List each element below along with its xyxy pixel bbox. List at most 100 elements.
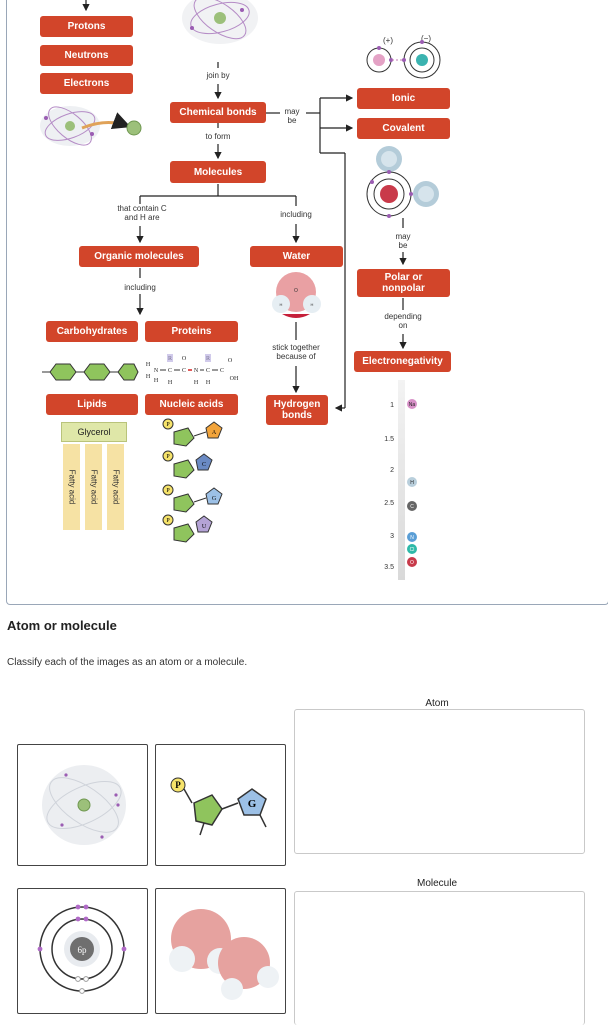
electrons-label: Electrons <box>40 73 133 94</box>
scale-tick-3: 3 <box>390 533 394 540</box>
lipids-label: Lipids <box>46 394 138 415</box>
element-c: C <box>410 504 414 510</box>
carbohydrate-chain-illustration <box>42 363 139 381</box>
protein-h6: H <box>154 378 159 384</box>
protein-n1: N <box>154 368 159 374</box>
draggable-card-water-molecules[interactable] <box>155 888 286 1014</box>
phosphate-3: P <box>166 488 170 494</box>
base-c: C <box>202 462 206 468</box>
covalent-bond-illustration <box>366 146 439 218</box>
card-6p-label: 6p <box>78 945 88 955</box>
concept-map-connectors <box>82 0 407 412</box>
protein-h5: H <box>206 380 211 386</box>
phosphate-2: P <box>166 454 170 460</box>
organic-molecules-label: Organic molecules <box>79 246 199 267</box>
top-atom-illustration <box>182 0 258 44</box>
card-phosphate-letter: P <box>175 780 181 790</box>
atom-to-nucleus-illustration <box>40 106 142 146</box>
molecules-label: Molecules <box>170 161 266 183</box>
protein-o2: O <box>182 356 187 362</box>
protein-o1: O <box>228 358 233 364</box>
ion-minus-text: (−) <box>421 34 431 43</box>
stick-together-text: stick together because of <box>272 343 320 361</box>
fatty-acid-3-label: Fatty acid <box>111 469 120 505</box>
protein-c2: C <box>182 368 186 374</box>
element-markers: Na H C N Cl O <box>407 399 417 567</box>
proteins-label: Proteins <box>145 321 238 342</box>
protein-h1: H <box>146 362 151 368</box>
to-form-text: to form <box>205 132 231 141</box>
concept-map-frame <box>6 0 608 605</box>
fatty-acid-3: Fatty acid <box>107 444 124 530</box>
water-molecule-illustration: O H H <box>272 272 321 318</box>
protein-h2: H <box>146 374 151 380</box>
water-o-letter: O <box>294 288 298 294</box>
element-h: H <box>410 480 414 486</box>
protons-label: Protons <box>40 16 133 37</box>
protein-c4: C <box>220 368 224 374</box>
protein-c1: C <box>168 368 172 374</box>
protein-oh: OH <box>230 376 239 382</box>
nucleic-acid-strand-illustration: P A P C P G P U <box>162 418 223 543</box>
element-n: N <box>410 535 414 541</box>
fatty-acid-2-label: Fatty acid <box>89 469 98 505</box>
glycerol-block: Glycerol <box>61 422 127 442</box>
question-instruction: Classify each of the images as an atom o… <box>7 657 248 668</box>
polar-nonpolar-label: Polar or nonpolar <box>357 269 450 297</box>
carbohydrates-label: Carbohydrates <box>46 321 138 342</box>
fatty-acid-1: Fatty acid <box>63 444 80 530</box>
scale-tick-1: 1 <box>390 402 394 409</box>
electronegativity-label: Electronegativity <box>354 351 451 372</box>
electronegativity-scale-bar <box>398 380 405 580</box>
carbon-atom-card-image: 6p <box>37 904 127 994</box>
molecule-target-label: Molecule <box>416 878 458 889</box>
molecule-drop-zone[interactable] <box>294 891 585 1025</box>
covalent-label: Covalent <box>357 118 450 139</box>
protein-n2: N <box>194 368 199 374</box>
protein-h4: H <box>194 380 199 386</box>
hydrogen-bonds-label: Hydrogen bonds <box>266 395 328 425</box>
scale-tick-2: 2 <box>390 467 394 474</box>
nucleic-acids-label: Nucleic acids <box>145 394 238 415</box>
base-g: G <box>212 496 217 502</box>
phosphate-4: P <box>166 518 170 524</box>
water-molecules-card-image <box>169 909 279 1000</box>
scale-tick-2-5: 2.5 <box>384 500 394 507</box>
may-be-text: may be <box>284 107 300 125</box>
water-h2-letter: H <box>311 302 314 307</box>
depending-on-text: depending on <box>384 312 422 330</box>
card-base-letter: G <box>248 798 257 810</box>
ionic-bond-illustration <box>366 40 441 79</box>
draggable-card-carbon-atom[interactable]: 6p <box>17 888 148 1014</box>
protein-h3: H <box>168 380 173 386</box>
fatty-acid-2: Fatty acid <box>85 444 102 530</box>
chemical-bonds-label: Chemical bonds <box>170 102 266 123</box>
question-title: Atom or molecule <box>7 618 117 633</box>
atom-card-image <box>42 765 126 845</box>
water-label: Water <box>250 246 343 267</box>
atom-target-label: Atom <box>425 698 449 709</box>
protein-c3: C <box>206 368 210 374</box>
draggable-card-atom-illustration[interactable] <box>17 744 148 866</box>
join-by-text: join by <box>206 71 230 80</box>
draggable-card-nucleotide[interactable]: P G <box>155 744 286 866</box>
protein-structure-illustration: H H N C C N C C O OH R O R H H H H <box>146 354 239 386</box>
element-o: O <box>410 560 414 566</box>
ionic-label: Ionic <box>357 88 450 109</box>
scale-tick-3-5: 3.5 <box>384 564 394 571</box>
contain-c-h-text: that contain C and H are <box>117 204 167 222</box>
including-organic-text: including <box>124 283 156 292</box>
base-a: A <box>212 430 217 436</box>
atom-drop-zone[interactable] <box>294 709 585 854</box>
element-cl: Cl <box>410 547 415 553</box>
water-h1-letter: H <box>280 302 283 307</box>
neutrons-label: Neutrons <box>40 45 133 66</box>
ion-plus-text: (+) <box>383 36 393 45</box>
including-water-text: including <box>280 210 312 219</box>
nucleotide-card-image: P G <box>170 777 267 836</box>
element-na: Na <box>409 402 416 408</box>
may-be-2-text: may be <box>395 232 411 250</box>
fatty-acid-1-label: Fatty acid <box>67 469 76 505</box>
scale-tick-1-5: 1.5 <box>384 436 394 443</box>
base-u: U <box>202 524 207 530</box>
